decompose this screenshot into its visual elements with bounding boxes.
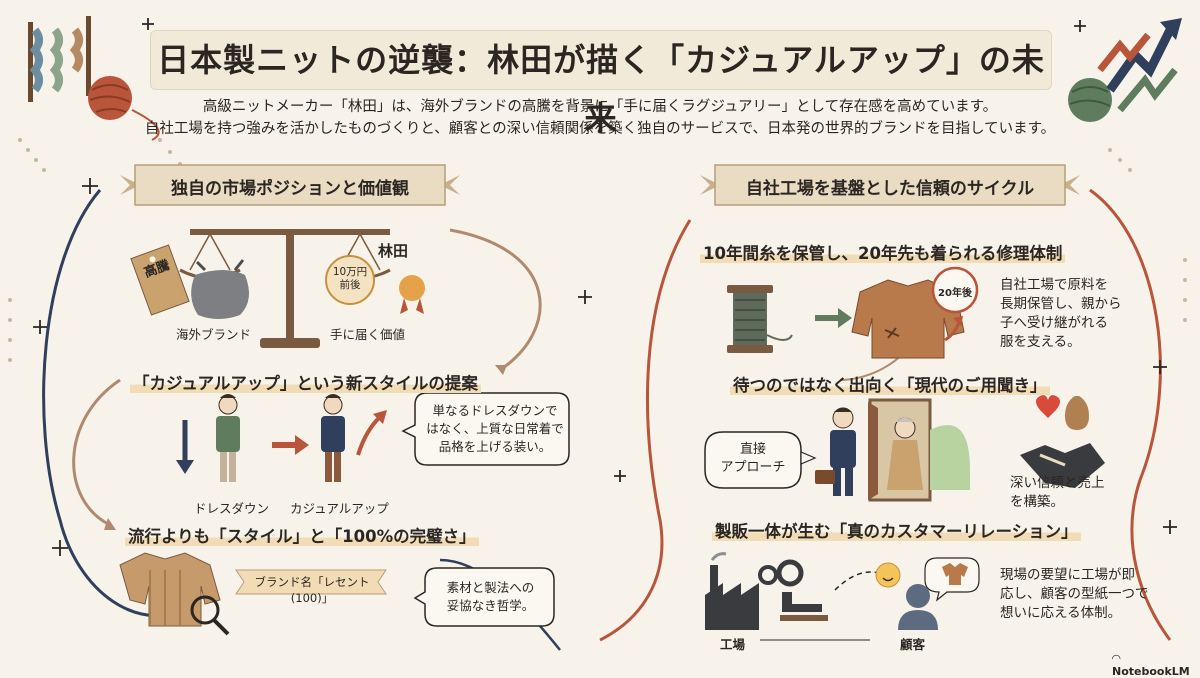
thread-spool-icon <box>727 285 793 353</box>
customer-label: 顧客 <box>900 637 926 652</box>
gear-icon <box>758 565 778 585</box>
rising-arrow-icon <box>1106 27 1175 93</box>
dress-down-label: ドレスダウン <box>194 501 270 516</box>
smile-icon <box>875 562 901 588</box>
brand-name-label: ブランド名「レセント(100)」 <box>254 575 370 605</box>
price-tag-icon <box>130 244 190 316</box>
price-circle-icon <box>325 255 375 305</box>
visit-heading: 待つのではなく出向く「現代のご用聞き」 <box>730 372 1050 396</box>
sweater-icon <box>119 552 221 627</box>
left-ribbon-title: 独自の市場ポジションと価値観 <box>171 179 409 199</box>
notebooklm-logo: ◠ NotebookLM <box>1112 652 1190 678</box>
right-arrow-icon <box>295 435 309 455</box>
price-circle-label: 10万円 前後 <box>332 266 368 291</box>
magnifier-icon <box>190 595 220 625</box>
casual-bubble-shape <box>401 392 570 466</box>
casual-up-heading: 「カジュアルアップ」という新スタイルの提案 <box>130 370 481 394</box>
visit-text: 深い信頼と売上 を構築。 <box>1010 475 1105 510</box>
salesman-icon <box>815 407 856 496</box>
rosette-icon <box>399 275 425 301</box>
left-flow-line <box>42 189 201 618</box>
hayashida-label: 林田 <box>378 242 409 260</box>
dot-pattern <box>8 138 1187 362</box>
right-flow-line <box>599 219 692 642</box>
elderly-woman-icon <box>887 417 923 490</box>
spool-arrow-icon <box>838 308 852 328</box>
down-arrow-icon <box>176 460 194 474</box>
person-casualup-icon <box>321 394 345 482</box>
relation-text: 現場の要望に工場が即 応し、顧客の型紙一つで 想いに応える体制。 <box>1000 567 1149 621</box>
flow-arrow-2-head <box>104 518 116 530</box>
right-flow-line-2 <box>1089 188 1172 641</box>
page-title: 日本製ニットの逆襲：林田が描く「カジュアルアップ」の未来 <box>150 30 1052 137</box>
sparkle-icons <box>33 18 1177 556</box>
style-heading: 流行よりも「スタイル」と「100%の完璧さ」 <box>125 523 479 547</box>
approach-bubble-shape <box>704 431 802 489</box>
yarn-bag-icon <box>191 270 249 319</box>
knitting-icon <box>28 16 91 102</box>
philosophy-bubble-shape <box>413 567 555 627</box>
clock-label: 20年後 <box>938 288 972 299</box>
right-ribbon-shape <box>714 164 1066 206</box>
casual-bubble-text: 単なるドレスダウンで はなく、上質な日常着で 品格を上げる装い。 <box>426 403 564 454</box>
customer-icon <box>906 584 930 608</box>
up-arrow-icon <box>373 410 387 424</box>
repair-heading: 10年間糸を保管し、20年先も着られる修理体制 <box>700 240 1066 264</box>
brand-label-shape <box>235 569 387 595</box>
left-ribbon-shape <box>134 164 446 206</box>
intro-text: 高級ニットメーカー「林田」は、海外ブランドの高騰を背景に「手に届くラグジュアリー… <box>120 96 1080 140</box>
notebooklm-icon: ◠ <box>1112 652 1121 665</box>
approach-bubble-text: 直接 アプローチ <box>720 442 786 475</box>
philosophy-bubble-text: 素材と製法への 妥協なき哲学。 <box>446 580 535 613</box>
money-bag-icon <box>1065 396 1089 430</box>
affordable-value-label: 手に届く価値 <box>330 327 406 342</box>
flow-arrow-1-head <box>495 365 507 375</box>
heart-icon <box>1036 395 1060 418</box>
person-dressdown-icon <box>216 394 240 482</box>
sewing-machine-icon <box>780 592 828 621</box>
flow-arrow-2 <box>72 378 121 527</box>
relation-heading: 製販一体が生む「真のカスタマーリレーション」 <box>712 518 1081 542</box>
factory-label: 工場 <box>720 637 746 652</box>
clock-icon <box>931 266 979 314</box>
intro-line-1: 高級ニットメーカー「林田」は、海外ブランドの高騰を背景に「手に届くラグジュアリー… <box>202 99 998 115</box>
casual-up-label: カジュアルアップ <box>290 501 389 516</box>
factory-icon <box>705 552 759 630</box>
right-ribbon-title: 自社工場を基盤とした信頼のサイクル <box>745 179 1035 199</box>
intro-line-2: 自社工場を持つ強みを活かしたものづくりと、顧客との深い信頼関係を築く独自のサービ… <box>144 121 1056 137</box>
flow-arrow-1 <box>449 228 542 372</box>
repair-text: 自社工場で原料を 長期保管し、親から 子へ受け継がれる 服を支える。 <box>1000 277 1122 350</box>
overseas-brand-label: 海外ブランド <box>176 327 252 342</box>
